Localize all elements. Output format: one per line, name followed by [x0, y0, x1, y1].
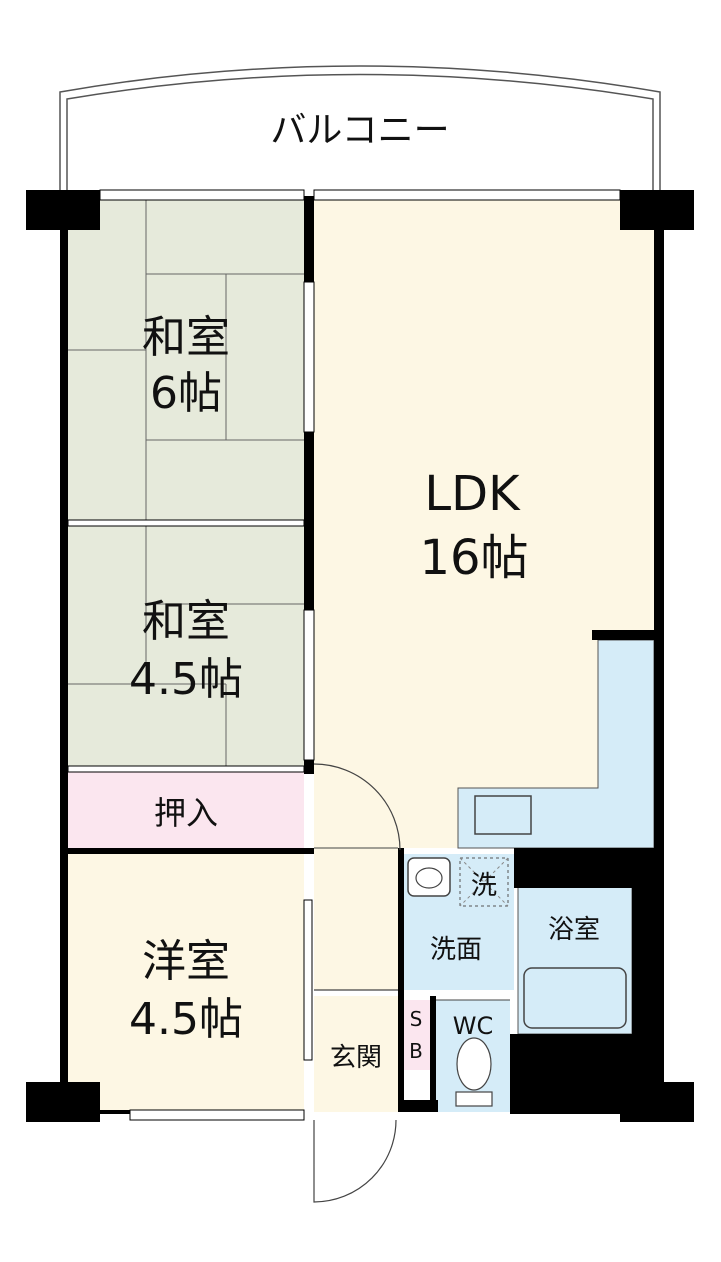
- oshiire-label: 押入: [154, 794, 218, 832]
- balcony: バルコニー: [59, 65, 661, 190]
- bathtub: [523, 967, 627, 1029]
- genkan-floor: [314, 996, 398, 1112]
- senmen-label: 洗面: [430, 935, 482, 965]
- partitions: [67, 281, 315, 1061]
- hall-floor: [314, 848, 402, 990]
- tatami-lines: [68, 200, 304, 766]
- youshitsu-floor: [68, 854, 304, 1112]
- washer-label: 洗: [471, 871, 497, 901]
- washer-space: [459, 857, 509, 907]
- genkan-label: 玄関: [330, 1043, 382, 1073]
- youshitsu-size: 4.5帖: [129, 994, 243, 1045]
- yokushitsu-label: 浴室: [548, 915, 600, 945]
- washitsu-45-floor: [68, 526, 304, 766]
- washitsu-45-name: 和室: [142, 596, 230, 647]
- washitsu-6-name: 和室: [142, 312, 230, 363]
- ldk-name: LDK: [424, 466, 521, 522]
- toilet-tank: [455, 1091, 493, 1107]
- ldk-door-swing: [313, 763, 401, 851]
- washitsu-45-size: 4.5帖: [129, 654, 243, 705]
- youshitsu-name: 洋室: [142, 936, 230, 987]
- kitchen-sink: [474, 795, 532, 835]
- oshiire-floor: [68, 772, 304, 848]
- wc-label: WC: [453, 1012, 494, 1040]
- washbasin: [415, 867, 443, 889]
- sb-label-s: S: [410, 1007, 423, 1031]
- ldk-size: 16帖: [419, 530, 528, 586]
- genkan-door-swing: [313, 1119, 397, 1203]
- washstand: [407, 857, 451, 897]
- ldk-floor: [314, 200, 654, 848]
- yokushitsu-floor: [517, 885, 633, 1035]
- sb-storage: [402, 1000, 430, 1070]
- washitsu-6-floor: [68, 200, 304, 522]
- walls: [26, 190, 694, 1122]
- sb-label-b: B: [409, 1039, 423, 1063]
- toilet-bowl: [456, 1037, 492, 1091]
- balcony-label: バルコニー: [270, 110, 449, 151]
- washitsu-6-size: 6帖: [150, 368, 222, 419]
